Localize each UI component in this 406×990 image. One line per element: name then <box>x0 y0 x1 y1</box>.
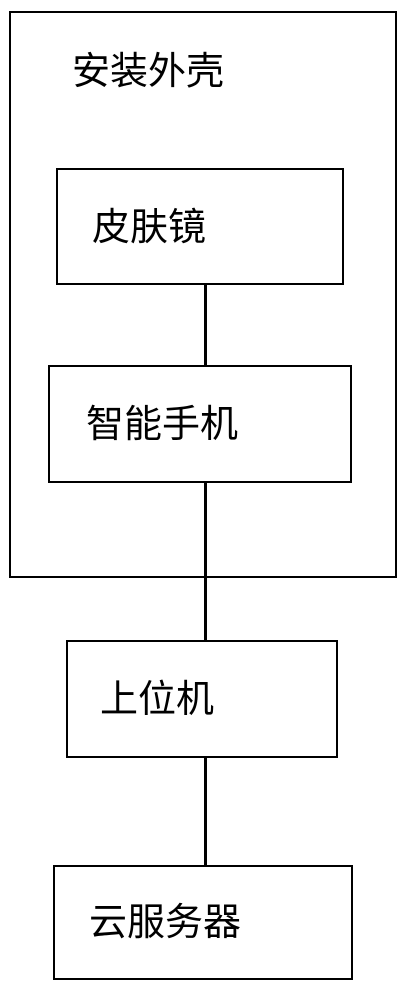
connector-host-cloud <box>204 758 207 865</box>
host-computer-box <box>66 640 338 758</box>
cloud-server-box <box>53 865 353 980</box>
host-computer-label: 上位机 <box>100 677 215 721</box>
housing-box <box>9 11 397 578</box>
connector-smartphone-host <box>204 483 207 640</box>
dermatoscope-box <box>56 168 344 285</box>
smartphone-box <box>48 365 352 483</box>
cloud-server-label: 云服务器 <box>89 900 242 944</box>
dermatoscope-label: 皮肤镜 <box>92 205 207 249</box>
connector-dermatoscope-smartphone <box>204 285 207 365</box>
housing-label: 安装外壳 <box>72 49 225 93</box>
smartphone-label: 智能手机 <box>86 402 239 446</box>
